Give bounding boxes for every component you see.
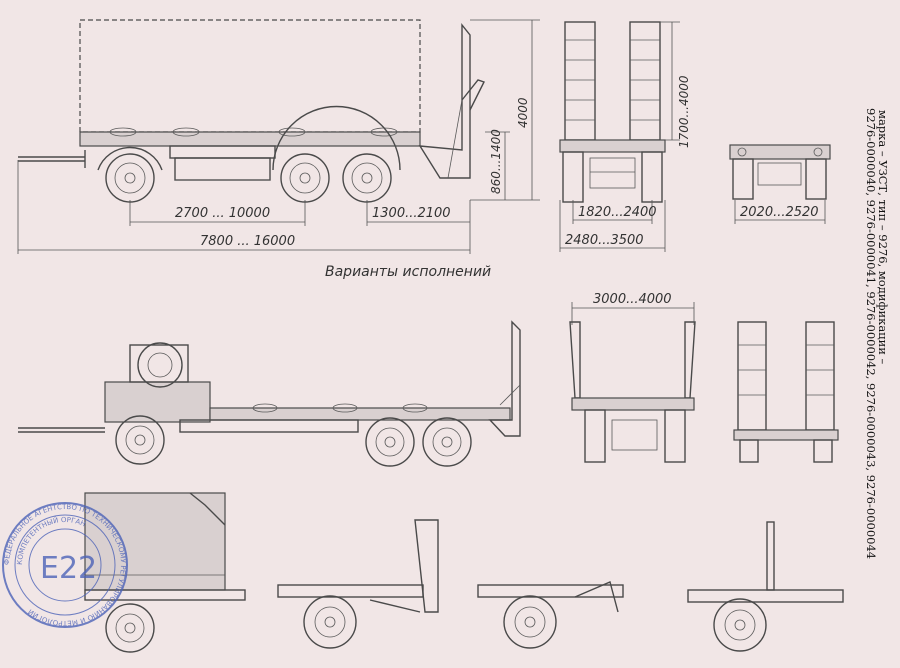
dim-overall-length: 7800 ... 16000	[200, 234, 295, 249]
variant-view-ramp-1	[277, 519, 439, 649]
dim-ramp-spread: 3000...4000	[593, 292, 672, 307]
stamp-big-text: Е22	[40, 551, 97, 586]
dim-overall-width: 2480...3500	[565, 233, 644, 248]
variant-view-tent-front	[84, 492, 246, 653]
dimension-lines-front-view	[734, 200, 826, 224]
dim-rear-overhang: 1300...2100	[372, 206, 451, 221]
dimension-lines-view-1	[17, 19, 540, 254]
dim-platform-height: 860...1400	[489, 129, 503, 194]
dim-body-height: 4000	[516, 97, 530, 128]
dim-wheelbase: 2700 ... 10000	[175, 206, 270, 221]
spec-line-2: 9276-0000040, 9276-0000041, 9276-0000042…	[864, 108, 878, 559]
side-view-spare-wheel-trailer	[18, 320, 521, 467]
caption-variants: Варианты исполнений	[325, 264, 491, 280]
rear-view-ramps-upright	[733, 321, 839, 463]
spec-line-1: марка – УЗСТ, тип – 9276, модификации –	[876, 110, 890, 365]
dim-front-width: 2020...2520	[740, 205, 819, 220]
variant-view-ramp-2	[477, 581, 624, 649]
dim-ramp-height: 1700...4000	[677, 75, 691, 148]
dim-track-width: 1820...2400	[578, 205, 657, 220]
front-view	[729, 144, 831, 200]
side-view-tent-trailer	[18, 19, 485, 203]
rear-view-spread-ramps	[569, 321, 696, 463]
dimension-lines-rear-view	[559, 21, 680, 252]
rear-view-ramps	[559, 21, 666, 203]
dimension-lines-rear-view-2	[571, 302, 695, 325]
variant-view-mast	[687, 521, 844, 652]
